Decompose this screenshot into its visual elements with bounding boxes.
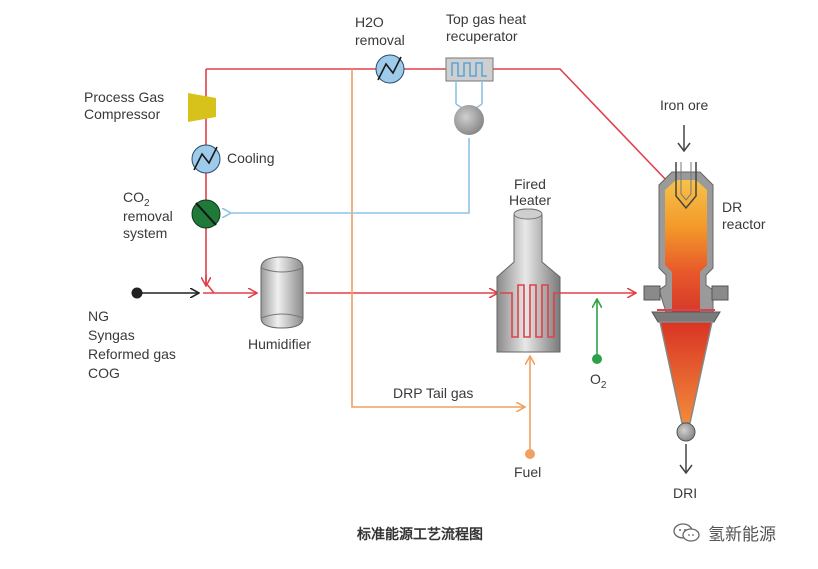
fuel-source-dot [525, 449, 535, 459]
tail-gas-lines [351, 69, 530, 452]
oxygen-source-dot [592, 354, 602, 364]
process-gas-lines [203, 68, 669, 293]
fuel-label: Fuel [514, 464, 541, 480]
cooling-label: Cooling [227, 150, 274, 166]
feed-label-reformed: Reformed gas [88, 346, 176, 362]
cooling-exchanger [191, 144, 221, 174]
compressor-label-2: Compressor [84, 106, 161, 122]
recuperator-label-2: recuperator [446, 28, 518, 44]
watermark: 氢新能源 [672, 520, 776, 545]
o2-label-subscript: 2 [601, 380, 607, 391]
co2-label-prefix: CO [123, 189, 144, 205]
h2o-removal-exchanger [375, 54, 405, 84]
dr-reactor-label-1: DR [722, 199, 742, 215]
h2o-removal-label-1: H2O [355, 14, 384, 30]
recuperator-return-line [230, 138, 470, 213]
o2-label-prefix: O [590, 371, 601, 387]
fired-heater [496, 208, 561, 353]
process-gas-compressor [188, 93, 216, 122]
co2-label-subscript: 2 [144, 198, 150, 209]
top-gas-heat-recuperator [445, 57, 494, 135]
feed-line [131, 287, 199, 299]
watermark-text: 氢新能源 [708, 525, 776, 545]
dri-label: DRI [673, 485, 697, 501]
co2-removal-label-3: system [123, 225, 167, 241]
fired-heater-label-2: Heater [509, 192, 551, 208]
iron-ore-label: Iron ore [660, 97, 708, 113]
o2-label: O2 [590, 371, 607, 391]
feed-label-cog: COG [88, 365, 120, 381]
co2-removal-label-1: CO2 [123, 189, 150, 209]
figure-caption: 标准能源工艺流程图 [357, 527, 483, 543]
recuperator-blower [454, 105, 484, 135]
h2o-removal-label-2: removal [355, 32, 405, 48]
humidifier-vessel [260, 256, 304, 329]
drp-tail-gas-line [351, 69, 524, 407]
feed-label-syngas: Syngas [88, 327, 135, 343]
dr-reactor-label-2: reactor [722, 216, 766, 232]
humidifier-label: Humidifier [248, 336, 311, 352]
recuperator-label-1: Top gas heat [446, 11, 526, 27]
fired-heater-label-1: Fired [514, 176, 546, 192]
wechat-icon [673, 522, 700, 542]
drp-tail-gas-label: DRP Tail gas [393, 385, 473, 401]
co2-removal-label-2: removal [123, 208, 173, 224]
compressor-label-1: Process Gas [84, 89, 164, 105]
dr-reactor [643, 125, 729, 475]
co2-removal-system [191, 199, 221, 229]
feed-label-ng: NG [88, 308, 109, 324]
top-gas-line-right [493, 68, 669, 183]
